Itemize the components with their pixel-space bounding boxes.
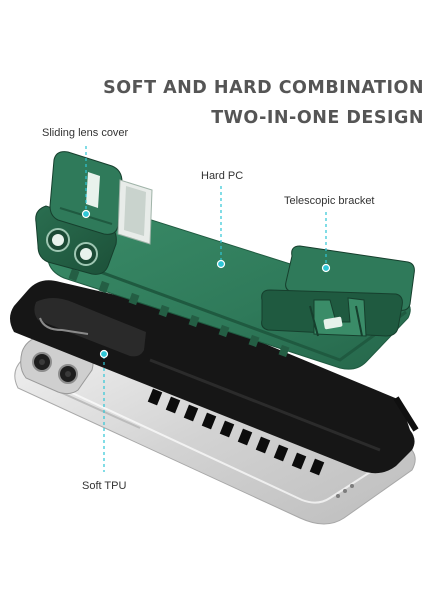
pc-edge-ribs [68, 268, 290, 358]
callout-dots [81, 209, 331, 359]
headline-line-1: SOFT AND HARD COMBINATION [103, 78, 424, 98]
callout-hard-pc: Hard PC [201, 170, 244, 182]
slider-track [117, 179, 153, 245]
callout-telescopic-bracket: Telescopic bracket [284, 195, 375, 207]
tpu-bumper-ridges [147, 388, 325, 476]
sliding-lens-cover [49, 151, 123, 235]
telescopic-bracket [261, 245, 415, 337]
callout-soft-tpu: Soft TPU [82, 480, 127, 492]
callout-guides [85, 146, 327, 472]
phone-body [14, 325, 416, 525]
soft-tpu-layer [10, 280, 419, 476]
headline-line-2: TWO-IN-ONE DESIGN [211, 108, 424, 128]
callout-sliding-lens-cover: Sliding lens cover [42, 127, 129, 139]
